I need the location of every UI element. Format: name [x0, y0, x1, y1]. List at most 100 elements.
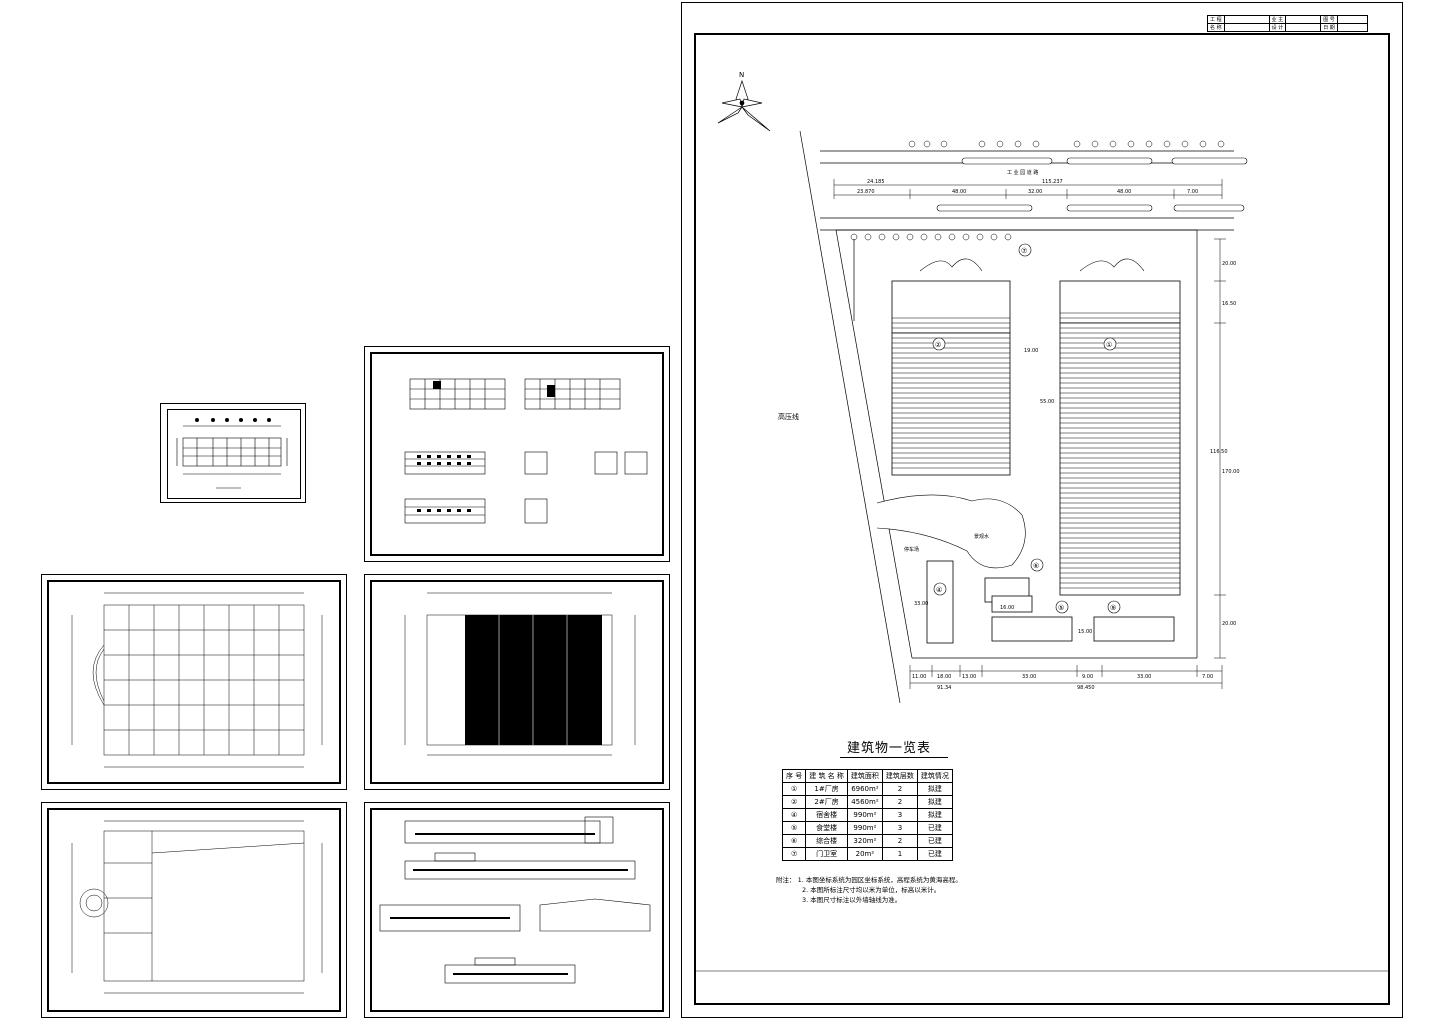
factory-plan-1-drawing: [71, 592, 323, 768]
building-2-label: ②: [935, 341, 941, 349]
north-label: N: [739, 71, 744, 79]
dim-bottom-1: 18.00: [937, 674, 951, 680]
dim-mid-2: 33.00: [914, 601, 928, 607]
factory-plan-2-drawing: [71, 820, 323, 994]
schedule-header: 序 号: [781, 769, 807, 783]
cell: 宿舍楼: [805, 808, 848, 822]
note-item: 1. 本图坐标系统为园区坐标系统，高程系统为黄海高程。: [797, 876, 962, 884]
lake-label: 景观水: [974, 533, 989, 540]
table-row: ④ 宿舍楼 990m² 3 拟建: [781, 808, 953, 822]
table-row: ⑦ 门卫室 20m² 1 已建: [781, 847, 953, 861]
sheet-factory-plan-1: [41, 574, 347, 790]
cell: 4560m²: [846, 795, 883, 809]
building-9: ⑨: [1093, 600, 1175, 642]
cell: 已建: [916, 821, 953, 835]
cell: ②: [781, 795, 807, 809]
dim-right-2: 116.50: [1210, 449, 1228, 455]
dim-mid-0: 19.00: [1024, 348, 1038, 354]
building-5-label: ⑤: [1058, 604, 1064, 612]
dim-top-4: 48.00: [1117, 189, 1131, 195]
schedule-header: 建筑情况: [916, 769, 953, 783]
cell: 2: [881, 782, 918, 796]
sheet-factory-plan-2: [41, 802, 347, 1018]
dim-bottom-total-0: 91.34: [937, 685, 951, 691]
dim-right-4: 20.00: [1222, 621, 1236, 627]
dim-bottom-4: 9.00: [1082, 674, 1093, 680]
parking-label: 停车场: [904, 546, 919, 553]
site-plan-frame: [694, 33, 1390, 1005]
cell: 门卫室: [805, 847, 848, 861]
building-schedule-table: 序 号 建 筑 名 称 建筑面积 建筑层数 建筑情况 ① 1#厂房 6960m²…: [781, 769, 953, 861]
table-row: ⑤ 食堂楼 990m² 3 已建: [781, 821, 953, 835]
note-item: 2. 本图所标注尺寸均以米为单位，标高以米计。: [802, 886, 941, 894]
hv-line-label: 高压线: [778, 412, 799, 421]
dim-mid-3: 16.00: [1000, 605, 1014, 611]
dim-bottom-3: 33.00: [1022, 674, 1036, 680]
north-arrow-icon: [717, 79, 771, 132]
cell: 2: [881, 795, 918, 809]
dim-bottom-2: 13.00: [962, 674, 976, 680]
small-plan-drawing: [176, 418, 288, 489]
elevations-drawing: [379, 816, 651, 984]
schedule-header-row: 序 号 建 筑 名 称 建筑面积 建筑层数 建筑情况: [781, 769, 953, 783]
cell: 6960m²: [846, 782, 883, 796]
dim-right-3: 170.00: [1222, 469, 1240, 475]
table-row: ⑥ 综合楼 320m² 2 已建: [781, 834, 953, 848]
dim-top-5: 7.00: [1187, 189, 1198, 195]
roof-plan-drawing: [404, 592, 636, 756]
cell: ⑥: [781, 834, 807, 848]
dim-top-total: 115.237: [1042, 179, 1063, 185]
dim-bottom-6: 7.00: [1202, 674, 1213, 680]
building-1: ①: [1059, 258, 1181, 596]
cell: 已建: [916, 847, 953, 861]
cell: ⑤: [781, 821, 807, 835]
building-7-label: ⑦: [1021, 247, 1027, 255]
dim-bottom-5: 33.00: [1137, 674, 1151, 680]
building-7: ⑦: [1018, 243, 1032, 257]
dim-mid-1: 55.00: [1040, 399, 1054, 405]
sheet-dormitory: [364, 346, 670, 562]
cell: 2#厂房: [805, 795, 848, 809]
sheet-small-plan: [160, 403, 306, 503]
cell: ⑦: [781, 847, 807, 861]
title-block: 工 程 业 主 图 号 名 称 设 计 日 期: [1207, 15, 1368, 32]
building-2: ②: [891, 258, 1011, 476]
dim-right-0: 20.00: [1222, 261, 1236, 267]
building-4-label: ④: [936, 586, 942, 594]
sheet-site-plan: 工 程 业 主 图 号 名 称 设 计 日 期: [681, 2, 1403, 1018]
table-row: ① 1#厂房 6960m² 2 拟建: [781, 782, 953, 796]
cell: 拟建: [916, 782, 953, 796]
dim-bottom-0: 11.00: [912, 674, 926, 680]
dim-top-2: 48.00: [952, 189, 966, 195]
sheet-roof-plan: [364, 574, 670, 790]
dim-top-0: 24.185: [867, 179, 885, 185]
site-plan-drawing: 24.185 23.870 48.00 32.00 48.00 7.00 115…: [694, 71, 1390, 972]
cell: ①: [781, 782, 807, 796]
cell: ④: [781, 808, 807, 822]
notes-lead: 附注：: [776, 876, 796, 884]
dim-top-1: 23.870: [857, 189, 875, 195]
building-6-label: ⑥: [1033, 562, 1039, 570]
dim-bottom-total-1: 98.450: [1077, 685, 1095, 691]
cell: 3: [881, 821, 918, 835]
note-item: 3. 本图尺寸标注以外墙轴线为准。: [802, 896, 902, 904]
notes: 附注： 1. 本图坐标系统为园区坐标系统，高程系统为黄海高程。 2. 本图所标注…: [776, 875, 962, 905]
cell: 2: [881, 834, 918, 848]
cell: 食堂楼: [805, 821, 848, 835]
building-4: ④: [926, 560, 954, 644]
cell: 3: [881, 808, 918, 822]
cell: 综合楼: [805, 834, 848, 848]
table-row: ② 2#厂房 4560m² 2 拟建: [781, 795, 953, 809]
lake: [876, 494, 1026, 569]
schedule-title: 建筑物一览表: [847, 741, 932, 756]
road-label: 工 业 园 道 路: [1007, 169, 1038, 176]
sheet-elevations: [364, 802, 670, 1018]
dim-top-3: 32.00: [1028, 189, 1042, 195]
dormitory-drawings: [404, 378, 648, 524]
cell: 已建: [916, 834, 953, 848]
cell: 1#厂房: [805, 782, 848, 796]
cell: 1: [881, 847, 918, 861]
schedule-title-underline: [840, 757, 948, 758]
building-1-label: ①: [1106, 341, 1112, 349]
cell: 拟建: [916, 795, 953, 809]
